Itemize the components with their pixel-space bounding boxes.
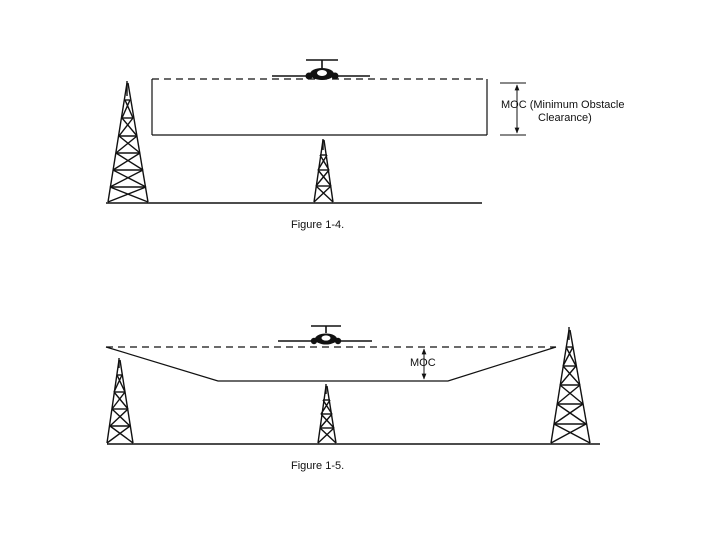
airplane-icon [272, 59, 370, 80]
tall-tower [107, 81, 149, 203]
figure-1-5 [105, 325, 600, 445]
right-tall-tower [550, 327, 591, 444]
moc-label-line1: MOC (Minimum Obstacle [501, 99, 625, 111]
airplane-icon [278, 325, 372, 345]
moc-label-line2: Clearance) [538, 112, 592, 124]
figure-1-4 [106, 59, 526, 204]
short-tower [313, 139, 334, 203]
figure-1-4-caption: Figure 1-4. [291, 219, 345, 231]
middle-tower [317, 384, 337, 444]
figure-1-5-caption: Figure 1-5. [291, 460, 345, 472]
left-tower [106, 358, 134, 444]
moc-clearance-outline [105, 346, 557, 382]
moc-label-short: MOC [410, 357, 436, 369]
